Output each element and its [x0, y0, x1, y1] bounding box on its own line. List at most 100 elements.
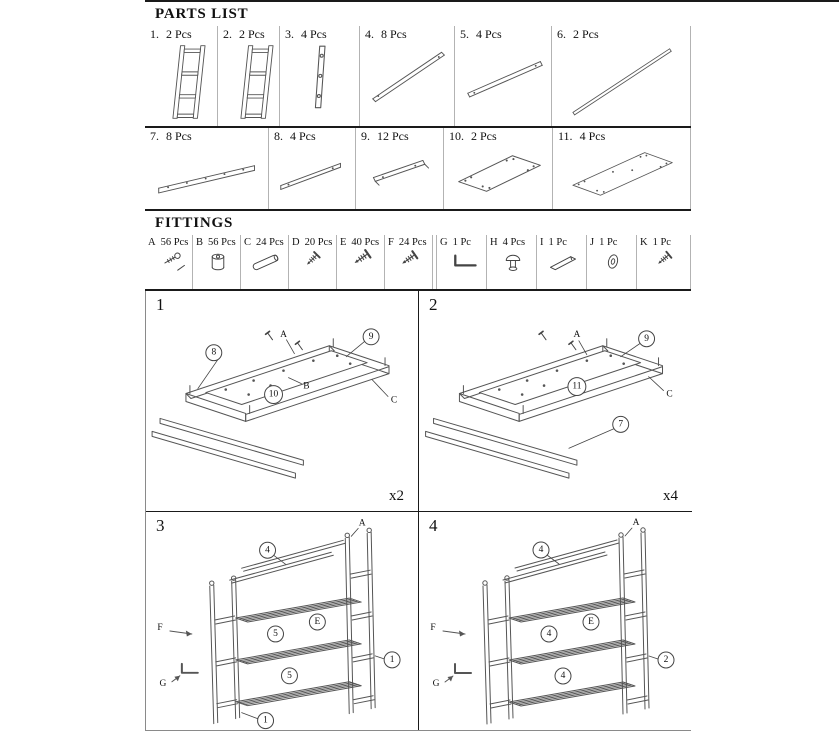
fittings-title: FITTINGS	[155, 215, 234, 231]
step-2-panel: 2 A 9 11 C	[419, 291, 692, 512]
parts-list-title: PARTS LIST	[155, 6, 249, 22]
callout-5: 5	[273, 629, 278, 639]
callout-F: F	[430, 623, 435, 633]
fitting-qty: 1 Pc	[548, 237, 567, 248]
fitting-letter: B	[196, 237, 204, 248]
step-2-diagram: A 9 11 C 7	[419, 330, 673, 511]
step-4-diagram: 4 A F 4 E 2 G 4	[430, 518, 675, 725]
fitting-qty: 20 Pcs	[304, 237, 333, 248]
part-1-ladder-drawing	[172, 45, 206, 119]
fitting-qty: 56 Pcs	[208, 237, 236, 248]
part-cell-3: 3. 4 Pcs	[280, 26, 360, 126]
foot-knob-icon	[505, 254, 521, 271]
flat-screw-icon	[350, 249, 372, 268]
callout-A: A	[573, 330, 580, 340]
bolt-icon	[163, 251, 185, 271]
part-7-rail-drawing	[157, 165, 255, 194]
fitting-cell-h: H 4 Pcs	[487, 235, 537, 289]
part-qty: 4 Pcs	[290, 129, 316, 143]
washer-icon	[607, 254, 619, 269]
part-4-rod-drawing	[371, 51, 445, 103]
fitting-letter: E	[340, 237, 347, 248]
fitting-cell-a: A 56 Pcs	[145, 235, 193, 289]
part-number: 2.	[223, 27, 232, 41]
parts-row-2: 7. 8 Pcs	[145, 128, 691, 211]
fitting-cell-g: G 1 Pc	[437, 235, 487, 289]
step-1-diagram: 8 A 9 B 10 C	[146, 328, 397, 511]
part-qty: 4 Pcs	[476, 27, 502, 41]
fitting-qty: 56 Pcs	[160, 237, 189, 248]
part-qty: 4 Pcs	[579, 129, 606, 143]
part-number: 9.	[361, 129, 370, 143]
fitting-cell-e: E 40 Pcs	[337, 235, 385, 289]
step-4-panel: 4 4 A F 4	[419, 512, 692, 730]
part-8-rail-drawing	[280, 162, 341, 190]
part-number: 6.	[557, 27, 566, 41]
assembly-steps: 1 8 A 9	[145, 291, 692, 731]
sheet-content: PARTS LIST 1. 2 Pcs 2. 2 Pcs	[145, 2, 692, 731]
callout-G: G	[160, 679, 167, 689]
callout-7: 7	[618, 419, 623, 429]
part-number: 11.	[558, 129, 573, 143]
fitting-letter: H	[490, 237, 498, 248]
callout-F: F	[157, 623, 162, 633]
fitting-letter: K	[640, 237, 648, 248]
callout-2: 2	[664, 655, 669, 665]
fitting-letter: C	[244, 237, 252, 248]
callout-A: A	[280, 330, 287, 340]
fitting-qty: 1 Pc	[452, 237, 471, 248]
callout-1: 1	[263, 716, 268, 726]
part-number: 8.	[274, 129, 283, 143]
part-cell-7: 7. 8 Pcs	[145, 128, 269, 209]
callout-E: E	[314, 617, 320, 627]
fitting-qty: 4 Pcs	[502, 237, 526, 248]
fittings-row: A 56 Pcs B 56 Pcs	[145, 235, 691, 291]
callout-A: A	[633, 518, 640, 528]
callout-A: A	[359, 518, 366, 528]
fitting-qty: 1 Pc	[652, 237, 671, 248]
part-qty: 2 Pcs	[573, 27, 599, 41]
callout-C: C	[391, 396, 397, 406]
bar-spacer-icon	[549, 256, 577, 271]
fitting-cell-f: F 24 Pcs	[385, 235, 433, 289]
fitting-cell-b: B 56 Pcs	[193, 235, 241, 289]
repeat-count: x2	[389, 488, 404, 504]
part-5-rod-drawing	[466, 61, 543, 98]
fitting-cell-d: D 20 Pcs	[289, 235, 337, 289]
fitting-cell-k: K 1 Pc	[637, 235, 691, 289]
part-qty: 8 Pcs	[381, 27, 407, 41]
fitting-letter: D	[292, 237, 300, 248]
allen-key-icon	[454, 254, 477, 267]
part-number: 1.	[150, 27, 159, 41]
part-qty: 8 Pcs	[166, 129, 192, 143]
part-cell-2: 2. 2 Pcs	[218, 26, 280, 126]
fitting-letter: A	[148, 237, 156, 248]
barrel-nut-icon	[211, 253, 225, 271]
callout-5: 5	[287, 671, 292, 681]
callout-10: 10	[269, 390, 279, 400]
step-3-panel: 3 4 A F 5	[146, 512, 419, 730]
part-cell-11: 11. 4 Pcs	[553, 128, 691, 209]
part-number: 10.	[449, 129, 464, 143]
part-10-panel-drawing	[457, 155, 541, 192]
callout-4: 4	[539, 545, 544, 555]
fitting-qty: 1 Pc	[599, 237, 618, 248]
fittings-section-divider	[433, 235, 437, 289]
fitting-letter: J	[590, 237, 595, 248]
step-3-diagram: 4 A F 5 E 1 G 5 1	[157, 518, 401, 730]
part-cell-10: 10. 2 Pcs	[444, 128, 553, 209]
part-cell-9: 9. 12 Pcs	[356, 128, 444, 209]
fitting-cell-c: C 24 Pcs	[241, 235, 289, 289]
part-6-long-rod-drawing	[572, 48, 672, 116]
part-3-post-drawing	[314, 45, 326, 109]
part-9-bracket-drawing	[372, 159, 430, 186]
screw-icon	[303, 251, 321, 269]
part-2-ladder-drawing	[239, 45, 274, 119]
fitting-letter: I	[540, 237, 544, 248]
fitting-qty: 24 Pcs	[256, 237, 284, 248]
callout-C: C	[666, 390, 672, 400]
flat-screw-icon	[398, 250, 419, 269]
step-1-panel: 1 8 A 9	[146, 291, 419, 512]
fitting-qty: 24 Pcs	[398, 237, 427, 248]
part-cell-1: 1. 2 Pcs	[145, 26, 218, 126]
